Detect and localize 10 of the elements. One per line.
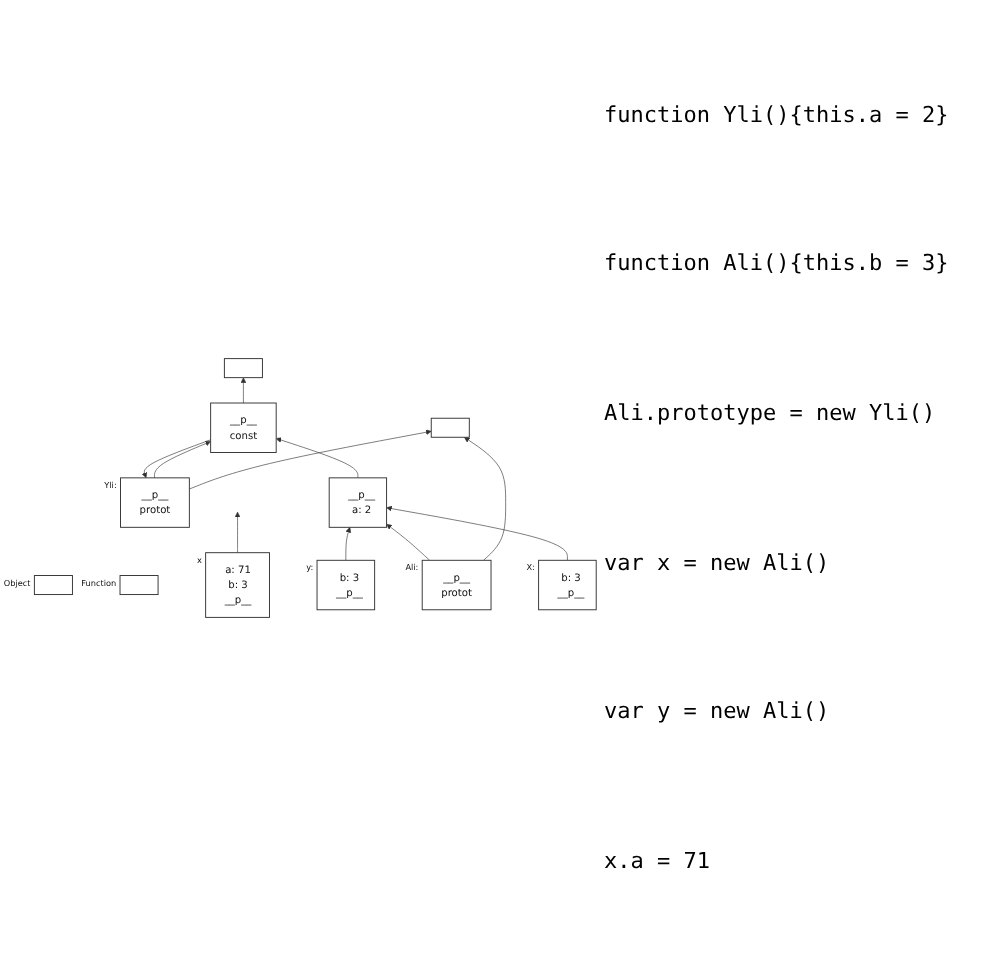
code-line: var x = new Ali() — [604, 549, 832, 576]
code-line: var y = new Ali() — [604, 698, 832, 725]
node-box — [223, 358, 263, 379]
node-box — [119, 575, 159, 596]
code-line: function Yli(){this.a = 2} — [604, 101, 951, 128]
code-line: Ali.prototype = new Yli() — [604, 400, 938, 427]
code-line: x.a = 71 — [604, 848, 712, 875]
node-box — [33, 575, 73, 596]
code-line: function Ali(){this.b = 3} — [604, 250, 951, 277]
node-box — [430, 417, 470, 438]
